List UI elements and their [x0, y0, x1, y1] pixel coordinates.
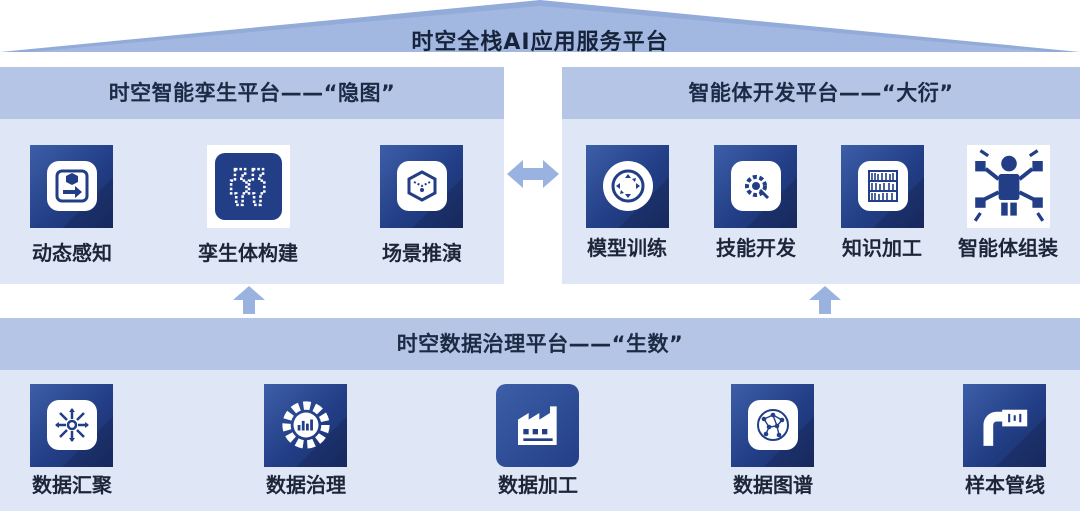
data-platform-panel: 时空数据治理平台——“生数” 数据汇聚 数据治理 数据加工 数据图谱 样本管线	[0, 318, 1080, 511]
model-training-tile[interactable]	[586, 145, 669, 228]
agent-platform-panel: 智能体开发平台——“大衍” 模型训练 技能开发 知识加工 智能体组装	[562, 67, 1080, 284]
scenario-simulation-label: 场景推演	[382, 241, 462, 265]
cycle-arrows-icon	[603, 161, 653, 211]
sample-pipeline-tile[interactable]	[963, 384, 1046, 467]
agent-platform-title: 智能体开发平台——“大衍”	[562, 67, 1080, 119]
twin-construction-tile[interactable]	[207, 145, 290, 228]
bookshelf-icon	[858, 161, 908, 211]
up-arrow-left-icon	[233, 286, 265, 314]
pipeline-icon	[980, 400, 1030, 450]
sample-pipeline-label: 样本管线	[965, 473, 1045, 497]
dynamic-perception-label: 动态感知	[32, 241, 112, 265]
data-graph-tile[interactable]	[731, 384, 814, 467]
map-cube-icon	[397, 161, 447, 211]
model-training-label: 模型训练	[587, 236, 667, 260]
data-processing-label: 数据加工	[498, 473, 578, 497]
data-graph-label: 数据图谱	[733, 473, 813, 497]
gear-wrench-icon	[731, 161, 781, 211]
robot-icon	[967, 145, 1050, 228]
data-platform-title: 时空数据治理平台——“生数”	[0, 318, 1080, 370]
converge-arrows-icon	[47, 400, 97, 450]
platform-title: 时空全栈AI应用服务平台	[411, 30, 669, 55]
data-aggregation-tile[interactable]	[30, 384, 113, 467]
data-governance-tile[interactable]	[264, 384, 347, 467]
agent-assembly-tile[interactable]	[967, 145, 1050, 228]
agent-assembly-label: 智能体组装	[958, 236, 1058, 260]
twin-figures-icon	[215, 153, 282, 220]
gear-chart-icon	[281, 400, 331, 450]
factory-icon	[513, 400, 563, 450]
scenario-simulation-tile[interactable]	[380, 145, 463, 228]
double-arrow-icon	[507, 160, 559, 188]
twin-platform-title: 时空智能孪生平台——“隐图”	[0, 67, 504, 119]
skill-development-label: 技能开发	[716, 236, 796, 260]
twin-platform-panel: 时空智能孪生平台——“隐图” 动态感知 孪生体构建 场景推演	[0, 67, 504, 284]
up-arrow-right-icon	[809, 286, 841, 314]
twin-construction-label: 孪生体构建	[198, 241, 298, 265]
skill-development-tile[interactable]	[714, 145, 797, 228]
roof-shape	[0, 0, 1080, 52]
network-graph-icon	[748, 400, 798, 450]
box-transfer-icon	[47, 161, 97, 211]
dynamic-perception-tile[interactable]	[30, 145, 113, 228]
data-governance-label: 数据治理	[266, 473, 346, 497]
knowledge-processing-label: 知识加工	[842, 236, 922, 260]
knowledge-processing-tile[interactable]	[841, 145, 924, 228]
data-processing-tile[interactable]	[496, 384, 579, 467]
data-aggregation-label: 数据汇聚	[32, 473, 112, 497]
